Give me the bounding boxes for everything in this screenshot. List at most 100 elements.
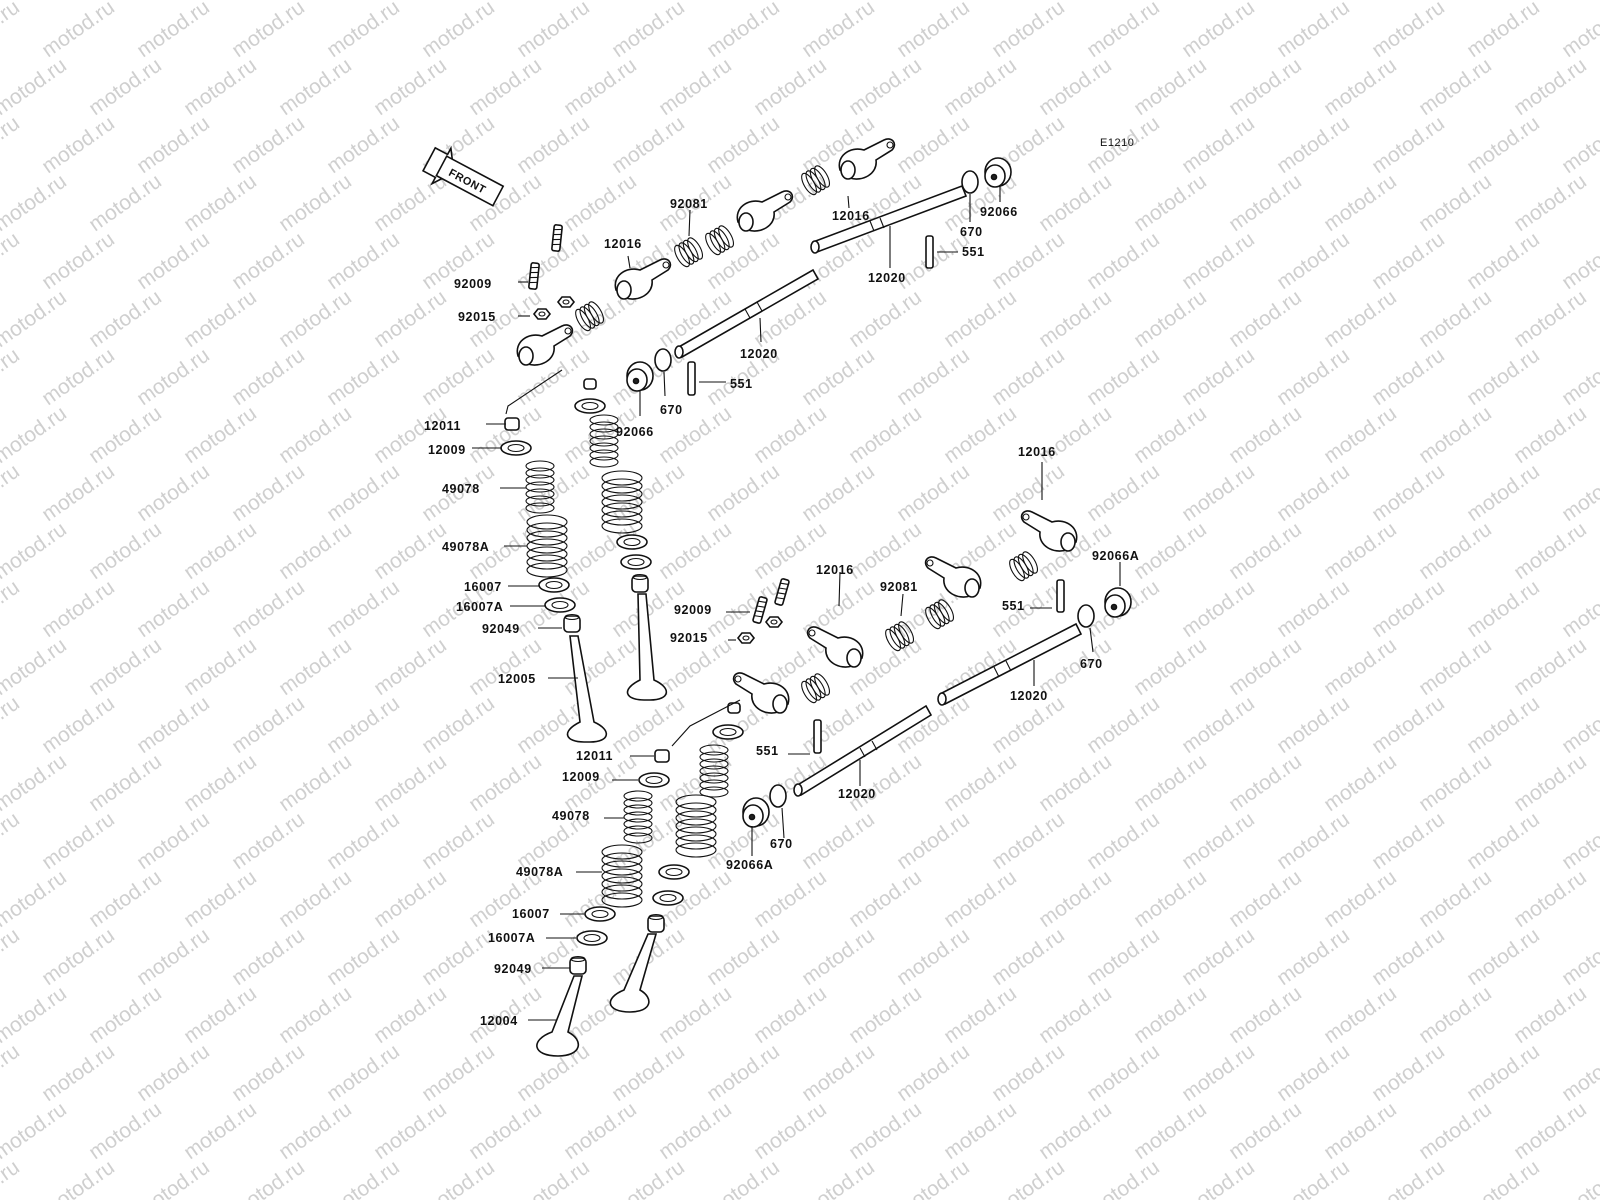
watermark-text: motod.ru [370, 402, 451, 468]
watermark-text: motod.ru [1368, 344, 1449, 410]
label-92015-bottom: 92015 [670, 631, 708, 645]
watermark-text: motod.ru [1178, 0, 1259, 62]
watermark-text: motod.ru [1083, 1156, 1164, 1200]
watermark-text: motod.ru [1415, 982, 1496, 1048]
watermark-text: motod.ru [988, 924, 1069, 990]
watermark-text: motod.ru [1225, 518, 1306, 584]
watermark-text: motod.ru [893, 112, 974, 178]
retainer-12009-upper-b [500, 440, 532, 456]
watermark-text: motod.ru [1558, 228, 1600, 294]
watermark-text: motod.ru [750, 982, 831, 1048]
watermark-text: motod.ru [180, 1098, 261, 1164]
watermark-text: motod.ru [1510, 518, 1591, 584]
spring-92081-lower-d [798, 671, 833, 706]
watermark-text: motod.ru [1368, 1040, 1449, 1106]
watermark-text: motod.ru [228, 1040, 309, 1106]
watermark-text: motod.ru [133, 112, 214, 178]
shaft-12020-upper-right [810, 184, 968, 254]
watermark-text: motod.ru [750, 54, 831, 120]
watermark-text: motod.ru [940, 1098, 1021, 1164]
watermark-text: motod.ru [275, 286, 356, 352]
rocker-12016-lower-right [1020, 510, 1078, 552]
label-12011-bottom: 12011 [576, 749, 613, 763]
watermark-text: motod.ru [1368, 112, 1449, 178]
watermark-text: motod.ru [323, 228, 404, 294]
watermark-text: motod.ru [1558, 344, 1600, 410]
leader-upper-rocker [505, 369, 563, 415]
watermark-text: motod.ru [1415, 54, 1496, 120]
label-92081-bottom: 92081 [880, 580, 918, 594]
seal-92049-upper-a [631, 573, 649, 593]
watermark-text: motod.ru [0, 692, 24, 758]
watermark-text: motod.ru [845, 286, 926, 352]
watermark-text: motod.ru [1368, 0, 1449, 62]
oring-670-upper-right [961, 170, 979, 194]
watermark-text: motod.ru [275, 518, 356, 584]
watermark-text: motod.ru [1463, 460, 1544, 526]
label-12020-top-left: 12020 [740, 347, 778, 361]
watermark-text: motod.ru [1368, 692, 1449, 758]
watermark-text: motod.ru [1035, 170, 1116, 236]
seat-16007-upper-a [616, 534, 648, 550]
watermark-text: motod.ru [85, 286, 166, 352]
watermark-text: motod.ru [133, 0, 214, 62]
watermark-text: motod.ru [1083, 808, 1164, 874]
watermark-text: motod.ru [1178, 112, 1259, 178]
watermark-text: motod.ru [750, 402, 831, 468]
watermark-text: motod.ru [1463, 0, 1544, 62]
watermark-text: motod.ru [133, 228, 214, 294]
watermark-text: motod.ru [133, 344, 214, 410]
watermark-text: motod.ru [418, 1040, 499, 1106]
watermark-text: motod.ru [1273, 228, 1354, 294]
watermark-text: motod.ru [0, 170, 71, 236]
watermark-text: motod.ru [323, 1040, 404, 1106]
watermark-text: motod.ru [38, 576, 119, 642]
watermark-text: motod.ru [1130, 518, 1211, 584]
label-92066A-bottom-right: 92066A [1092, 549, 1139, 563]
watermark-text: motod.ru [1510, 750, 1591, 816]
watermark-text: motod.ru [418, 1156, 499, 1200]
watermark-text: motod.ru [1035, 54, 1116, 120]
part-labels: 92081 12016 12016 92066 670 551 12020 12… [424, 197, 1139, 1028]
watermark-text: motod.ru [0, 576, 24, 642]
label-551-bottom-right: 551 [1002, 599, 1025, 613]
label-92066-top-right: 92066 [980, 205, 1018, 219]
watermark-text: motod.ru [1320, 634, 1401, 700]
watermark-text: motod.ru [85, 402, 166, 468]
watermark-text: motod.ru [228, 692, 309, 758]
watermark-text: motod.ru [1510, 866, 1591, 932]
label-49078-top: 49078 [442, 482, 480, 496]
watermark-text: motod.ru [560, 54, 641, 120]
watermark-text: motod.ru [1273, 692, 1354, 758]
dowel-551-lower-left [813, 719, 822, 754]
watermark-text: motod.ru [180, 866, 261, 932]
watermark-text: motod.ru [133, 1040, 214, 1106]
nut-92015-lower-a [737, 632, 755, 644]
watermark-text: motod.ru [1273, 808, 1354, 874]
watermark-text: motod.ru [798, 344, 879, 410]
cotter-12011-lower-a [727, 702, 741, 714]
watermark-text: motod.ru [1130, 170, 1211, 236]
watermark-text: motod.ru [418, 344, 499, 410]
watermark-text: motod.ru [1510, 402, 1591, 468]
watermark-text: motod.ru [608, 692, 689, 758]
dowel-551-lower-right [1056, 579, 1065, 613]
watermark-text: motod.ru [1035, 750, 1116, 816]
watermark-text: motod.ru [180, 634, 261, 700]
watermark-text: motod.ru [1415, 634, 1496, 700]
label-49078-bottom: 49078 [552, 809, 590, 823]
watermark-text: motod.ru [85, 634, 166, 700]
plug-92066A-lower-left [742, 797, 770, 828]
watermark-text: motod.ru [1463, 1156, 1544, 1200]
watermark-text: motod.ru [1035, 286, 1116, 352]
watermark-text: motod.ru [275, 750, 356, 816]
watermark-text: motod.ru [1368, 808, 1449, 874]
watermark-text: motod.ru [1463, 924, 1544, 990]
watermark-text: motod.ru [608, 0, 689, 62]
watermark-text: motod.ru [1510, 634, 1591, 700]
label-16007A-top: 16007A [456, 600, 503, 614]
watermark-text: motod.ru [1130, 286, 1211, 352]
watermark-text: motod.ru [988, 344, 1069, 410]
watermark-text: motod.ru [1225, 170, 1306, 236]
watermark-text: motod.ru [1225, 286, 1306, 352]
